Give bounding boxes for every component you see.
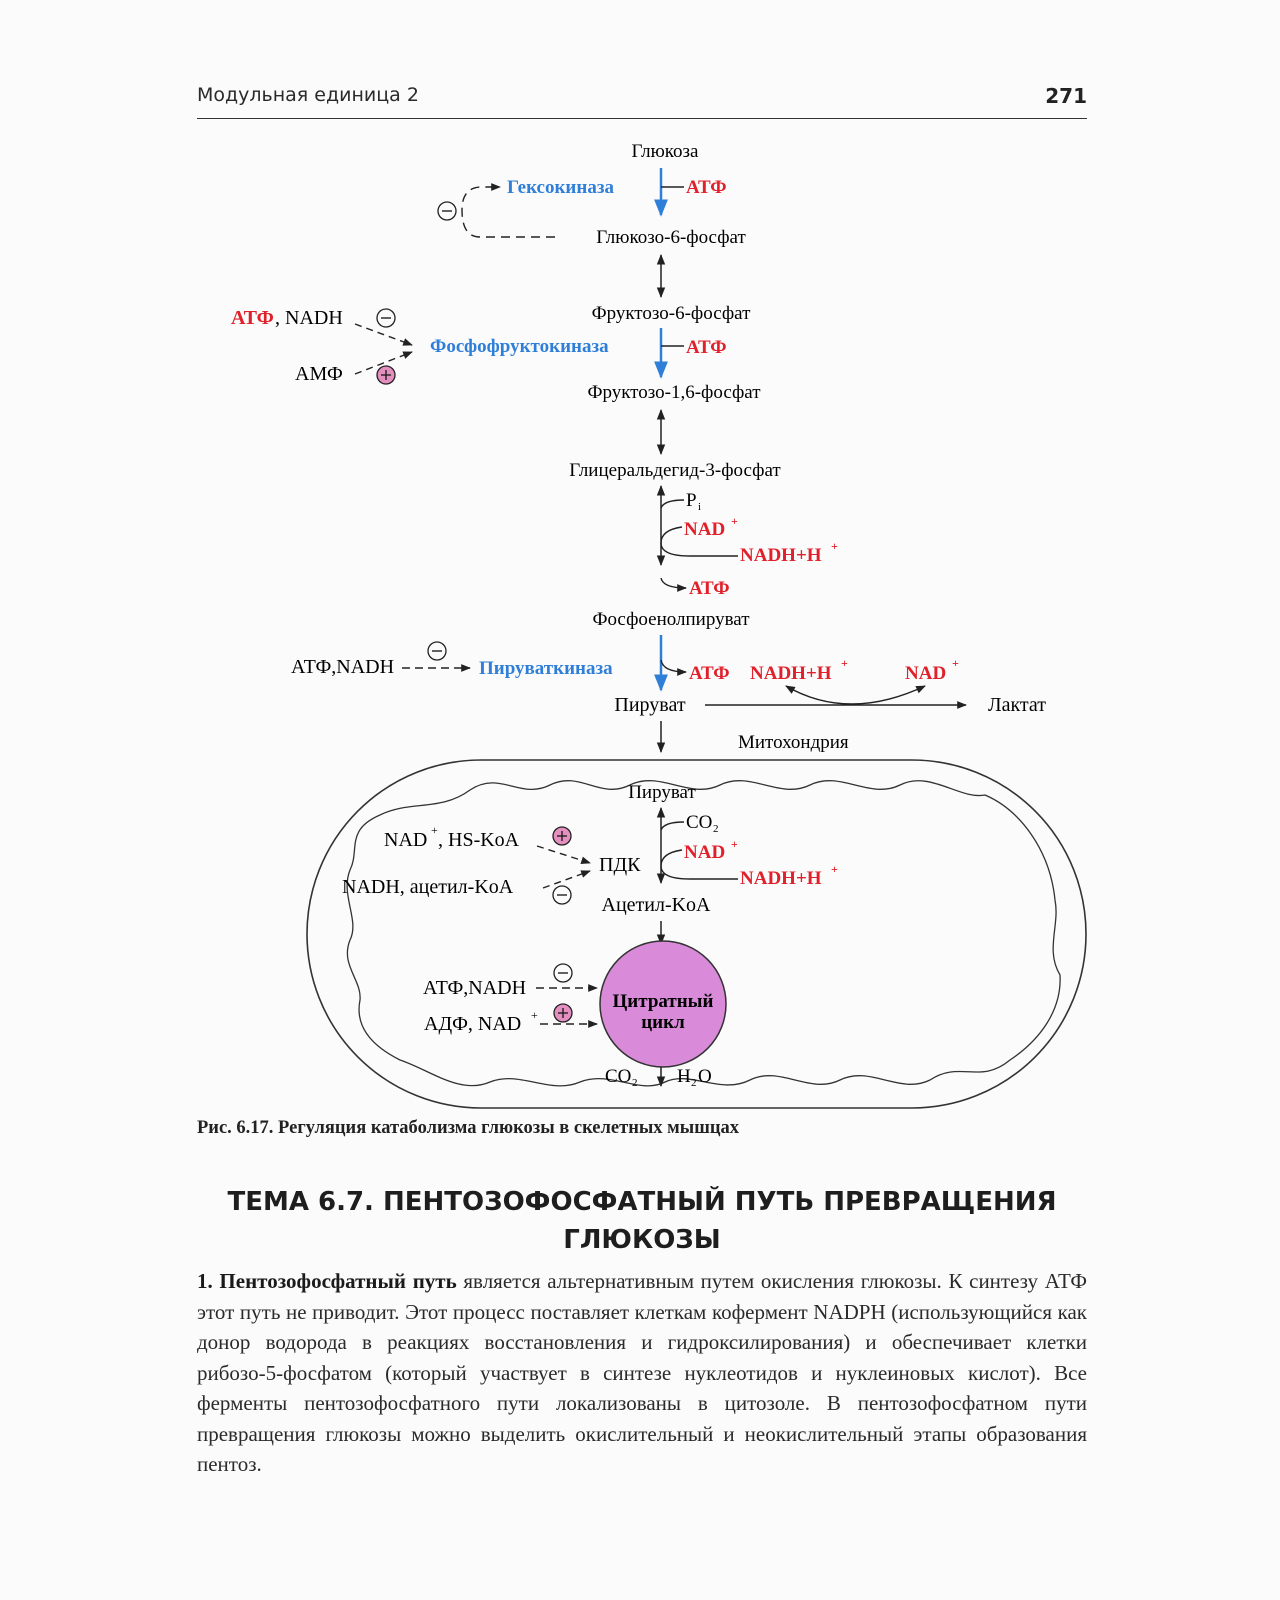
- pdh-inhibitor-label: NADH, ацетил-KoA: [342, 876, 514, 898]
- pi-branch: [660, 499, 685, 509]
- pdh-nad-sup: +: [731, 837, 738, 851]
- lactate-label: Лактат: [988, 694, 1046, 716]
- citrate-cycle-label-1: Цитратный: [613, 991, 714, 1012]
- pdk-label: ПДК: [599, 854, 641, 876]
- ldh-nadh-label: NADH+H: [750, 663, 832, 684]
- tca-h2o-tail: O: [698, 1066, 712, 1087]
- pk-atp: АТФ: [689, 663, 730, 684]
- mitochondria-label: Митохондрия: [738, 732, 849, 753]
- nad-plus-sup: +: [731, 514, 738, 528]
- minus-icon: [437, 201, 457, 221]
- mitochondrion-inner-membrane: [346, 780, 1061, 1087]
- gap-label: Глицеральдегид-3-фосфат: [569, 460, 781, 481]
- co2-subscript: 2: [713, 823, 719, 835]
- pdh-nad-label: NAD: [684, 842, 725, 863]
- gap-atp: АТФ: [689, 578, 730, 599]
- tca-co2-subscript: 2: [632, 1077, 638, 1089]
- pdh-activator-nad: NAD: [384, 829, 427, 851]
- f16p-label: Фруктозо-1,6-фосфат: [587, 382, 761, 403]
- tca-inhibitor-label: АТФ,NADH: [423, 977, 526, 999]
- body-lead: 1. Пентозофосфатный путь: [197, 1269, 457, 1293]
- tca-h2o-label: H: [677, 1066, 691, 1087]
- tca-activator-sup: +: [531, 1008, 538, 1022]
- nad-plus-label: NAD: [684, 519, 725, 540]
- f6p-label: Фруктозо-6-фосфат: [592, 303, 752, 324]
- pk-inhibitor-label: АТФ,NADH: [291, 656, 394, 678]
- pfk-label: Фосфофруктокиназа: [430, 336, 609, 357]
- pfk-activation-arrow: [354, 351, 413, 375]
- pi-subscript: i: [698, 501, 701, 513]
- page-header: Модульная единица 2 271: [197, 84, 1087, 119]
- ldh-nad-label: NAD: [905, 663, 946, 684]
- glucose-label: Глюкоза: [632, 141, 700, 162]
- nadh-h-sup: +: [831, 539, 838, 553]
- section-title: ТЕМА 6.7. ПЕНТОЗОФОСФАТНЫЙ ПУТЬ ПРЕВРАЩЕ…: [197, 1183, 1087, 1259]
- page-number: 271: [1045, 84, 1087, 108]
- ldh-cofactor-arc: [785, 685, 926, 705]
- mitochondrion-outer-membrane: [306, 759, 1087, 1109]
- tca-co2-label: CO: [605, 1066, 631, 1087]
- atp-branch: [660, 577, 687, 592]
- citrate-cycle: [599, 940, 727, 1068]
- g6p-feedback-arrow: [461, 183, 555, 238]
- glucose-catabolism-diagram: Глюкоза АТФ Гексокиназа Глюкозо-6-фосфат…: [231, 141, 1087, 1109]
- pfk-atp: АТФ: [686, 337, 727, 358]
- pdh-activator-hskoa: , HS-KoA: [438, 829, 520, 851]
- pdh-activator-sup: +: [431, 823, 438, 837]
- hexokinase-atp: АТФ: [686, 177, 727, 198]
- nad-branch: [660, 526, 738, 557]
- section-title-line-2: ГЛЮКОЗЫ: [563, 1225, 721, 1255]
- nadh-h-label: NADH+H: [740, 545, 822, 566]
- pdh-nadh-sup: +: [831, 862, 838, 876]
- hexokinase-label: Гексокиназа: [507, 177, 614, 198]
- running-header-title: Модульная единица 2: [197, 84, 419, 106]
- minus-icon: [552, 885, 572, 905]
- pdh-nadh-label: NADH+H: [740, 868, 822, 889]
- tca-h2o-subscript: 2: [691, 1077, 697, 1089]
- pyruvate-kinase-label: Пируваткиназа: [479, 658, 613, 679]
- pfk-inhibitor-nadh: , NADH: [275, 307, 343, 329]
- minus-icon: [427, 641, 447, 661]
- pep-label: Фосфоенолпируват: [592, 609, 750, 630]
- minus-icon: [376, 308, 396, 328]
- pdh-inhibition-arrow: [542, 870, 591, 889]
- pfk-activator-amp: АМФ: [295, 363, 343, 385]
- figure-caption: Рис. 6.17. Регуляция катаболизма глюкозы…: [197, 1118, 739, 1138]
- minus-icon: [553, 963, 573, 983]
- acetyl-coa-label: Ацетил-KoA: [602, 894, 712, 916]
- co2-label: CO: [686, 812, 712, 833]
- pk-atp-branch: [660, 659, 687, 676]
- co2-branch: [660, 821, 685, 831]
- ldh-nad-sup: +: [952, 656, 959, 670]
- citrate-cycle-label-2: цикл: [641, 1012, 685, 1033]
- ldh-nadh-sup: +: [841, 656, 848, 670]
- tca-activator-label: АДФ, NAD: [424, 1013, 521, 1035]
- pyruvate-label: Пируват: [614, 694, 685, 716]
- pfk-inhibitor-atp: АТФ: [231, 307, 274, 329]
- pfk-inhibition-arrow: [354, 323, 413, 346]
- body-text: является альтернативным путем окисления …: [197, 1269, 1087, 1476]
- pdh-activation-arrow: [536, 845, 591, 865]
- pi-label: P: [686, 490, 697, 511]
- pyruvate-mito-label: Пируват: [628, 782, 696, 803]
- g6p-label: Глюкозо-6-фосфат: [596, 227, 746, 248]
- body-paragraph: 1. Пентозофосфатный путь является альтер…: [197, 1266, 1087, 1480]
- section-title-line-1: ТЕМА 6.7. ПЕНТОЗОФОСФАТНЫЙ ПУТЬ ПРЕВРАЩЕ…: [227, 1187, 1057, 1217]
- pdh-nad-branch: [660, 849, 738, 880]
